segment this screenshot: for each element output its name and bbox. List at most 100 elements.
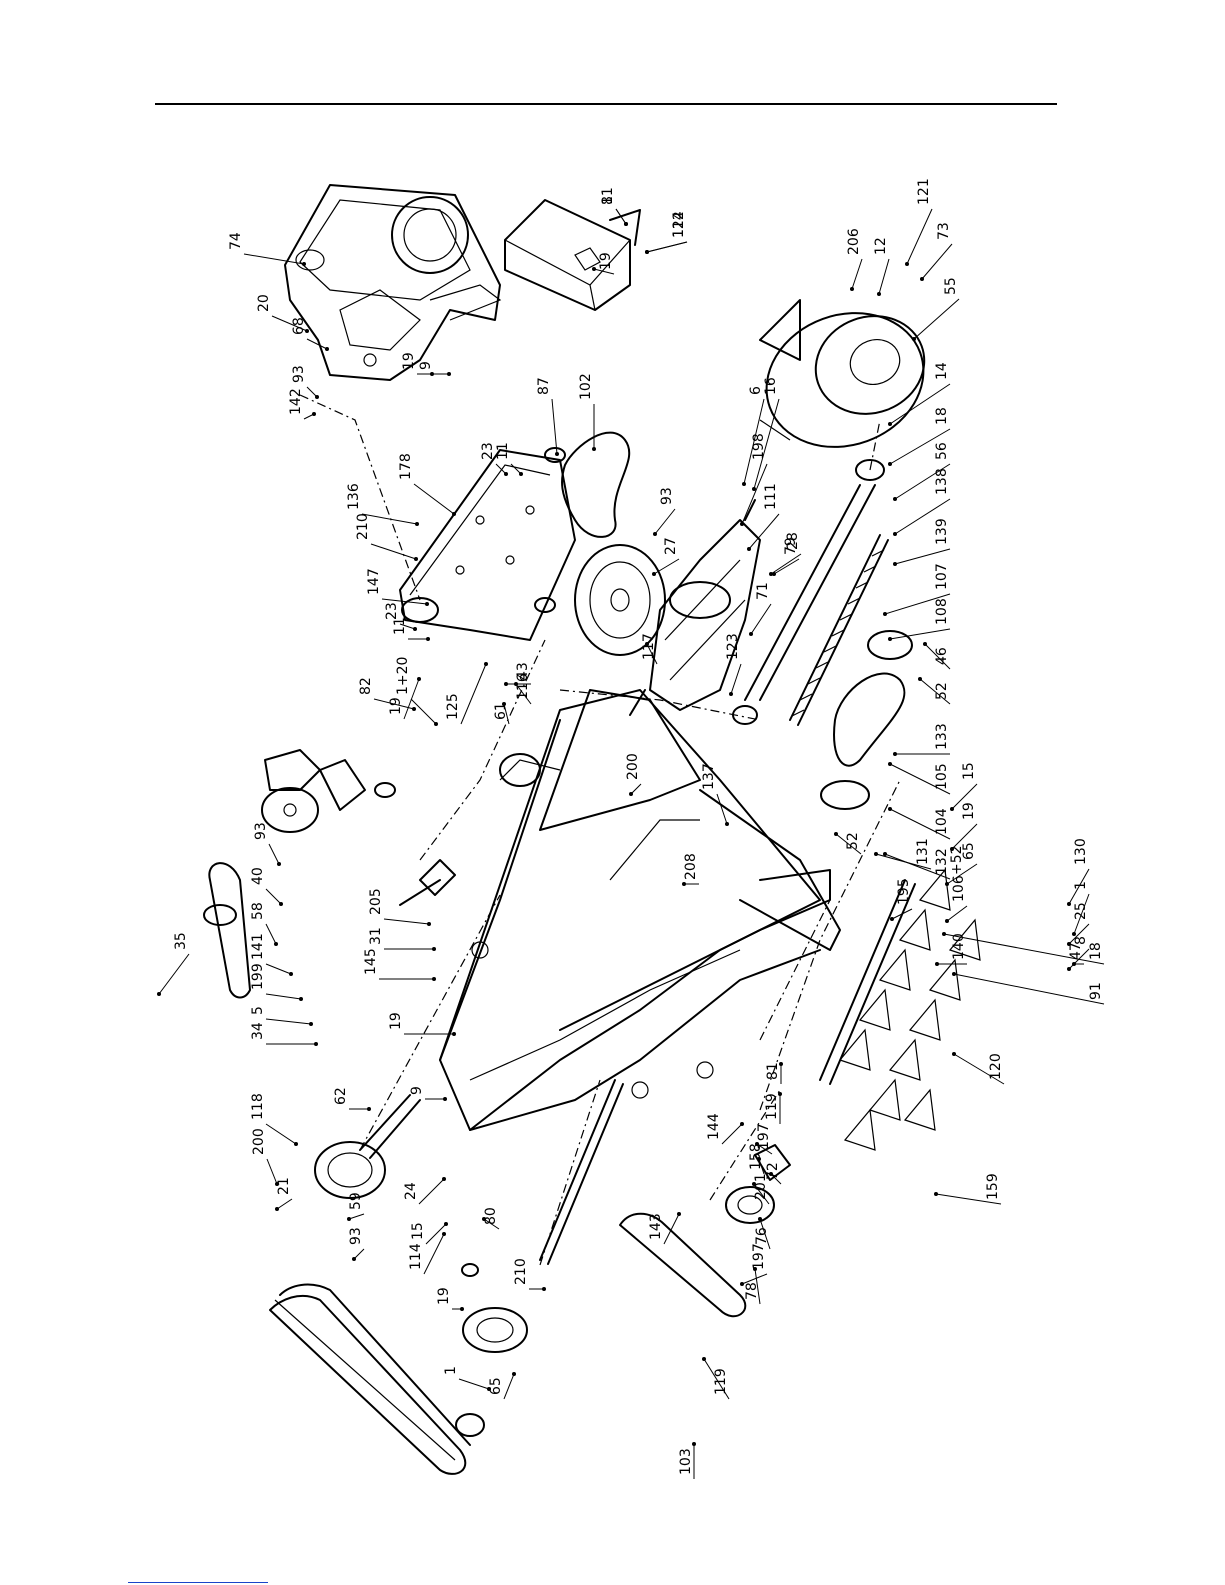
part-label: 105 bbox=[934, 763, 950, 790]
leader-arrowhead bbox=[542, 1287, 546, 1291]
leader-arrowhead bbox=[755, 1142, 759, 1146]
leader-line bbox=[743, 398, 765, 485]
leader-arrowhead bbox=[888, 807, 892, 811]
leader-line bbox=[754, 1268, 761, 1305]
part-label: 27 bbox=[663, 537, 679, 555]
leader-line bbox=[654, 508, 676, 535]
leader-arrowhead bbox=[950, 807, 954, 811]
leader-arrowhead bbox=[442, 1177, 446, 1181]
part-label: 61 bbox=[493, 702, 509, 720]
leader-line bbox=[158, 953, 190, 995]
leader-arrowhead bbox=[413, 627, 417, 631]
leader-arrowhead bbox=[315, 395, 319, 399]
leader-line bbox=[1068, 868, 1090, 905]
leader-line bbox=[884, 593, 951, 615]
part-label: 197 bbox=[756, 1123, 772, 1150]
leader-line bbox=[906, 208, 933, 265]
leader-arrowhead bbox=[883, 852, 887, 856]
leader-arrowhead bbox=[514, 682, 518, 686]
leader-arrowhead bbox=[309, 1022, 313, 1026]
leader-line bbox=[753, 398, 780, 490]
leader-arrowhead bbox=[893, 497, 897, 501]
leader-arrowhead bbox=[757, 1157, 761, 1161]
leader-line bbox=[265, 888, 282, 905]
leader-line bbox=[373, 698, 415, 710]
part-label: 108 bbox=[934, 598, 950, 625]
part-label: 79 bbox=[783, 537, 799, 555]
part-label: 117 bbox=[641, 633, 657, 660]
leader-line bbox=[721, 1123, 743, 1145]
part-label: 82 bbox=[358, 677, 374, 695]
part-label: 93 bbox=[659, 487, 675, 505]
part-label: 159 bbox=[985, 1173, 1001, 1200]
leader-line bbox=[946, 905, 968, 922]
leader-arrowhead bbox=[417, 677, 421, 681]
leader-line bbox=[413, 483, 455, 515]
leader-line bbox=[1068, 948, 1090, 970]
leader-line bbox=[503, 1373, 515, 1400]
leader-arrowhead bbox=[294, 1142, 298, 1146]
leader-line bbox=[951, 823, 978, 850]
leader-line bbox=[418, 1178, 445, 1205]
leader-line bbox=[265, 1018, 312, 1025]
leader-line bbox=[894, 498, 951, 535]
engine-drawing bbox=[284, 184, 502, 381]
leader-arrowhead bbox=[749, 632, 753, 636]
leader-arrowhead bbox=[883, 612, 887, 616]
belt-105-drawing bbox=[820, 630, 913, 810]
part-label: 23 bbox=[480, 442, 496, 460]
leader-line bbox=[383, 918, 430, 925]
leader-arrowhead bbox=[447, 372, 451, 376]
leader-line bbox=[495, 463, 507, 475]
leader-arrowhead bbox=[740, 1122, 744, 1126]
part-label: 28 bbox=[785, 532, 801, 550]
part-label: 35 bbox=[173, 932, 189, 950]
leader-line bbox=[306, 338, 328, 350]
part-label: 80 bbox=[483, 1207, 499, 1225]
leader-arrowhead bbox=[1072, 932, 1076, 936]
leader-line bbox=[265, 923, 277, 945]
leader-line bbox=[410, 698, 437, 725]
leader-arrowhead bbox=[502, 702, 506, 706]
leader-arrowhead bbox=[942, 932, 946, 936]
part-label: 11 bbox=[495, 442, 511, 460]
leader-arrowhead bbox=[874, 852, 878, 856]
leader-line bbox=[748, 513, 780, 550]
part-label: 93 bbox=[253, 822, 269, 840]
leader-arrowhead bbox=[677, 1212, 681, 1216]
leader-arrowhead bbox=[888, 762, 892, 766]
leader-line bbox=[348, 1213, 365, 1220]
part-label: 132+52 bbox=[934, 845, 965, 875]
leader-line bbox=[653, 558, 680, 575]
leader-line bbox=[889, 808, 951, 840]
leader-line bbox=[593, 268, 615, 275]
leader-line bbox=[630, 783, 642, 795]
part-label: 65 bbox=[488, 1377, 504, 1395]
leader-line bbox=[894, 463, 951, 500]
leader-arrowhead bbox=[314, 1042, 318, 1046]
part-label: 142 bbox=[288, 388, 304, 415]
part-label: 131 bbox=[915, 838, 931, 865]
leader-arrowhead bbox=[629, 792, 633, 796]
leader-arrowhead bbox=[487, 1387, 491, 1391]
leader-line bbox=[741, 463, 768, 525]
leader-arrowhead bbox=[934, 1192, 938, 1196]
leader-arrowhead bbox=[888, 462, 892, 466]
leader-line bbox=[756, 1143, 773, 1155]
part-label: 8 bbox=[1073, 936, 1089, 945]
leader-line bbox=[878, 258, 890, 295]
leader-line bbox=[891, 908, 913, 920]
part-label: 24 bbox=[403, 1182, 419, 1200]
part-label: 81 bbox=[765, 1062, 781, 1080]
leader-arrowhead bbox=[935, 962, 939, 966]
part-label: 6 bbox=[748, 386, 764, 395]
leader-arrowhead bbox=[950, 847, 954, 851]
part-label: 119 bbox=[764, 1093, 780, 1120]
leader-arrowhead bbox=[752, 487, 756, 491]
part-label: 9 bbox=[418, 361, 434, 370]
leader-arrowhead bbox=[769, 572, 773, 576]
part-label: 147 bbox=[366, 568, 382, 595]
leader-arrowhead bbox=[504, 472, 508, 476]
